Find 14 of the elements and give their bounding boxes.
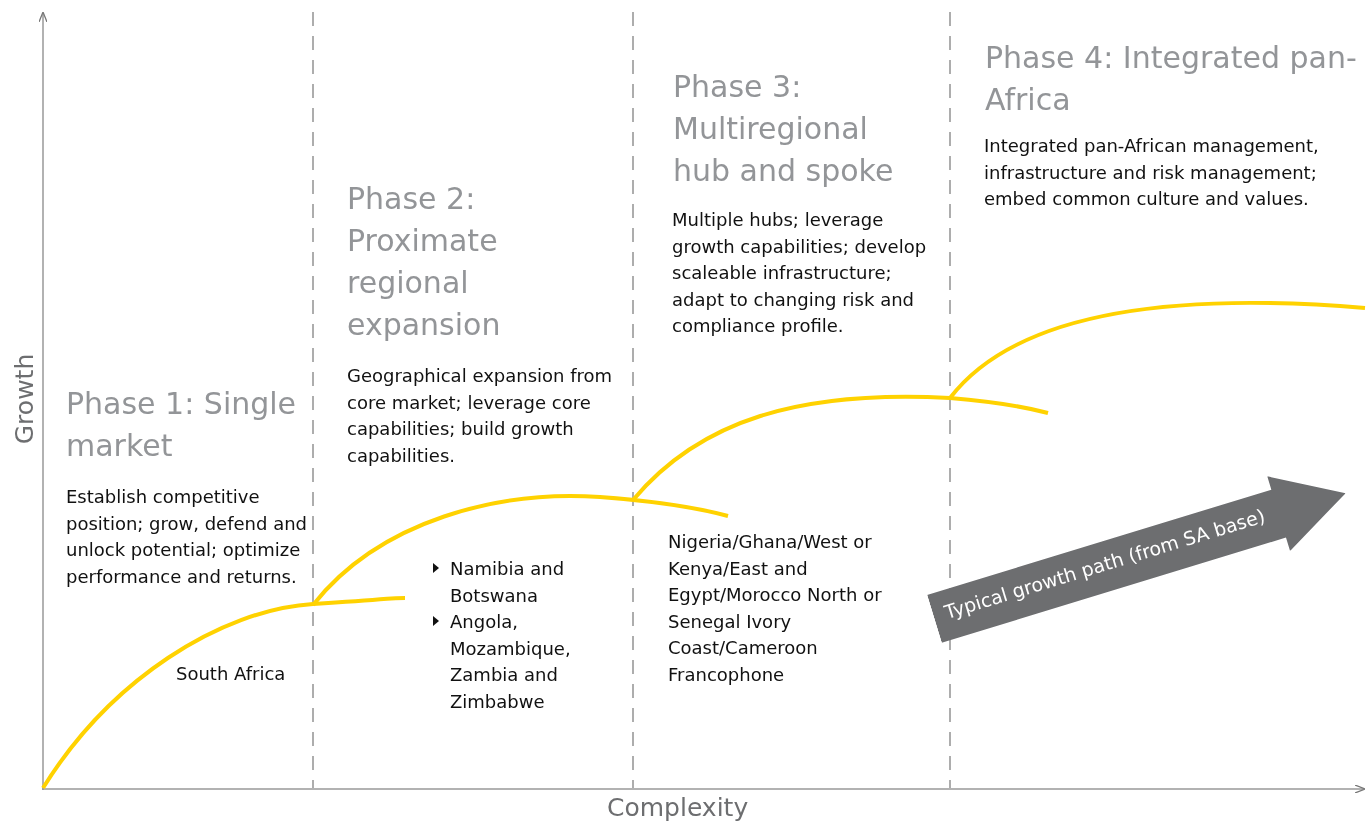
phase-heading: Phase 1: Single market [66,385,298,465]
country-list-item: Namibia and Botswana [450,557,566,608]
phase-description: Geographical expansion from core market; leverage core capabilities; build growth capabilities. [347,364,614,468]
country-label: Nigeria/Ghana/West or Kenya/East and Egypt/Morocco North or Senegal Ivory Coast/Cameroon Francophone [668,530,883,687]
phase-heading: Phase 3: Multiregional hub and spoke [673,68,895,190]
axis-title: Complexity [607,793,749,823]
axis-title: Growth [10,353,41,445]
phase-description: Integrated pan-African management, infrastructure and risk management; embed common culture and values. [984,134,1320,211]
phase-heading: Phase 4: Integrated pan-Africa [985,39,1358,119]
phase-heading: Phase 2: Proximate regional expansion [347,180,502,344]
phase-description: Multiple hubs; leverage growth capabilities; develop scaleable infrastructure; adapt to changing risk and compliance profile. [672,208,927,338]
country-list-item: Angola, Mozambique, Zambia and Zimbabwe [450,610,572,714]
phase-description: Establish competitive position; grow, defend and unlock potential; optimize performance and returns. [66,485,309,589]
country-label: South Africa [176,662,286,686]
